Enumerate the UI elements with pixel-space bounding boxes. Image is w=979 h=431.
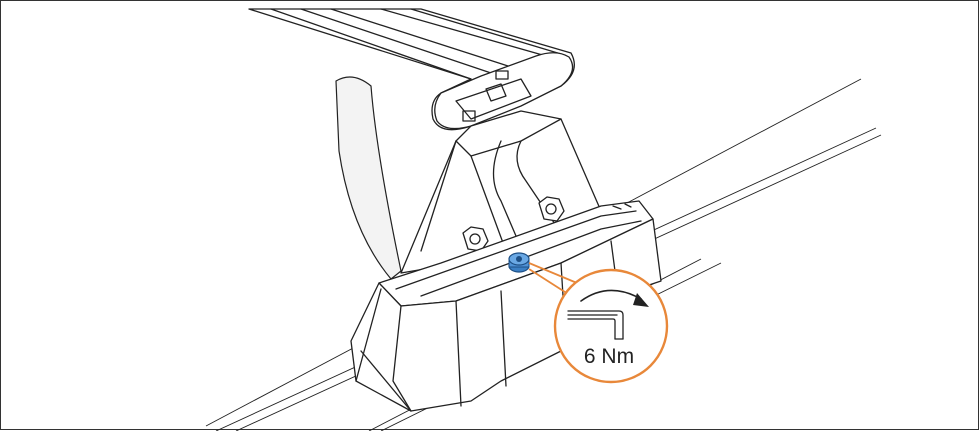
nut-left	[462, 226, 489, 252]
crossbar	[248, 8, 575, 131]
hex-key-icon	[567, 310, 624, 340]
torque-label: 6 Nm	[584, 345, 634, 368]
torque-callout: 6 Nm	[553, 268, 669, 384]
clockwise-arrow-icon	[580, 289, 649, 307]
nut-right	[538, 196, 565, 222]
torque-bolt	[508, 252, 530, 273]
